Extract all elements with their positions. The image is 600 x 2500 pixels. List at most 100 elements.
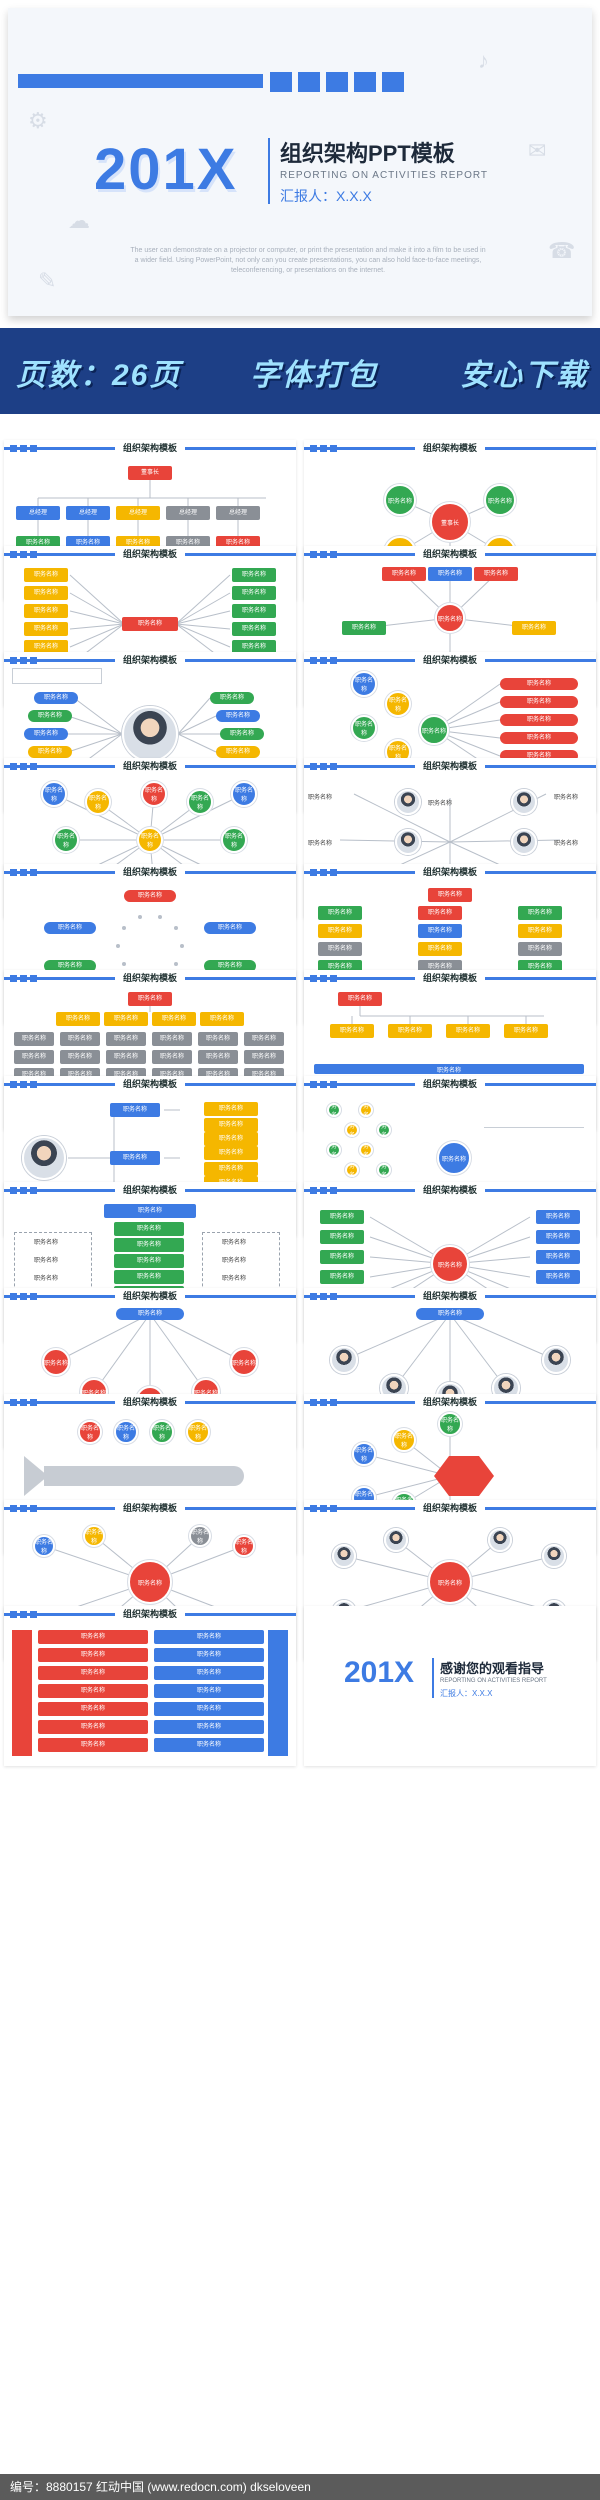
position-box: 职务名称 [38,1738,148,1752]
slide-header-square [10,657,17,664]
slide-header-square [310,763,317,770]
position-box: 职务名称 [106,1050,146,1064]
connector-lines [55,1313,245,1400]
slide-header-square [30,1611,37,1618]
cover-year: 201X [94,137,238,202]
position-pill: 职务名称 [216,746,260,758]
slide-header-square [10,763,17,770]
position-label: 职务名称 [554,795,579,801]
position-box: 职务名称 [14,1032,54,1046]
position-circle: 职务名称 [137,827,163,853]
connector-line [175,623,231,648]
slide-header-square [20,1399,27,1406]
position-circle: 职务名称 [351,715,377,741]
slide-header-square [10,1611,17,1618]
slide-header-square [330,445,337,452]
position-box: 职务名称 [152,1050,192,1064]
ring-dot [173,961,178,966]
ring-dot [157,915,162,920]
slide-header-square [310,551,317,558]
position-circle: 职务名称 [392,1428,416,1452]
slide-header-square [330,763,337,770]
slide-header-square [310,1293,317,1300]
position-box: 职务名称 [24,640,68,654]
slide-header-square [330,1081,337,1088]
slide-header-square [320,869,327,876]
cover-square [382,72,404,92]
position-box: 职务名称 [204,1102,258,1116]
connector-line [393,1313,451,1389]
slide-header-square [330,1187,337,1194]
slide-title: 组织架构模板 [115,1501,185,1514]
slide-header-square [320,1399,327,1406]
footer-bar: 编号：8880157 红动中国 (www.redocn.com) dkselov… [0,2474,600,2500]
slide-header-square [310,975,317,982]
position-box: 总经理 [166,506,210,520]
slide-title: 组织架构模板 [415,1183,485,1196]
position-box: 职务名称 [382,567,426,581]
doodle-icon: ✉ [528,138,547,163]
position-box: 职务名称 [536,1250,580,1264]
position-circle: 职务名称 [114,1420,138,1444]
connector-line [53,793,151,841]
slide-header-square [320,1505,327,1512]
position-box: 职务名称 [200,1012,244,1026]
position-circle: 职务名称 [78,1420,102,1444]
position-box: 职务名称 [154,1666,264,1680]
position-box: 职务名称 [418,906,462,920]
connector-lines [37,480,266,536]
position-pill: 职务名称 [116,1308,184,1320]
position-pill: 职务名称 [28,746,72,758]
position-pill: 职务名称 [34,692,78,704]
position-pill: 职务名称 [204,922,256,934]
position-box: 职务名称 [518,924,562,938]
position-box: 职务名称 [154,1630,264,1644]
position-box: 职务名称 [110,1103,160,1117]
slide-title: 组织架构模板 [415,1289,485,1302]
position-box: 职务名称 [128,992,172,1006]
slide-header-square [320,975,327,982]
position-box: 职务名称 [24,586,68,600]
ring-dot [122,926,127,931]
doodle-icon: ⚙ [28,108,48,133]
org-slide: 组织架构模板职务名称职务名称职务名称职务名称职务名称职务名称职务名称职务名称职务… [4,1606,296,1766]
connector-lines [149,1006,151,1012]
position-box: 职务名称 [154,1702,264,1716]
slide-header-square [30,1399,37,1406]
person-photo [330,1346,358,1374]
position-box: 总经理 [216,506,260,520]
position-box: 职务名称 [60,1032,100,1046]
slide-header-square [30,1293,37,1300]
position-circle: 职务名称 [150,1420,174,1444]
slide-header-square [310,445,317,452]
slide-title: 组织架构模板 [415,865,485,878]
position-box: 职务名称 [154,1648,264,1662]
position-circle: 职务名称 [431,1245,469,1283]
position-box: 职务名称 [330,1024,374,1038]
position-pill: 职务名称 [500,732,578,744]
position-box: 职务名称 [38,1666,148,1680]
slide-header-square [30,1187,37,1194]
doodle-icon: ♪ [478,48,489,73]
cover-square [270,72,292,92]
position-box: 职务名称 [38,1702,148,1716]
position-circle: 职务名称 [384,484,416,516]
slide-header-square [20,1293,27,1300]
slide-header-square [10,445,17,452]
slide-header-square [30,1081,37,1088]
position-circle: 职务名称 [141,781,167,807]
fish-tail [24,1456,48,1496]
closing-divider [432,1658,434,1698]
slide-header-square [310,1187,317,1194]
position-box: 职务名称 [318,924,362,938]
slide-header-square [30,657,37,664]
slide-header-square [330,1293,337,1300]
position-box: 职务名称 [320,1270,364,1284]
slide-header-square [20,1505,27,1512]
position-box: 职务名称 [232,604,276,618]
slide-header-square [310,1399,317,1406]
position-circle: 职务名称 [377,1155,391,1188]
slide-header-square [10,1081,17,1088]
